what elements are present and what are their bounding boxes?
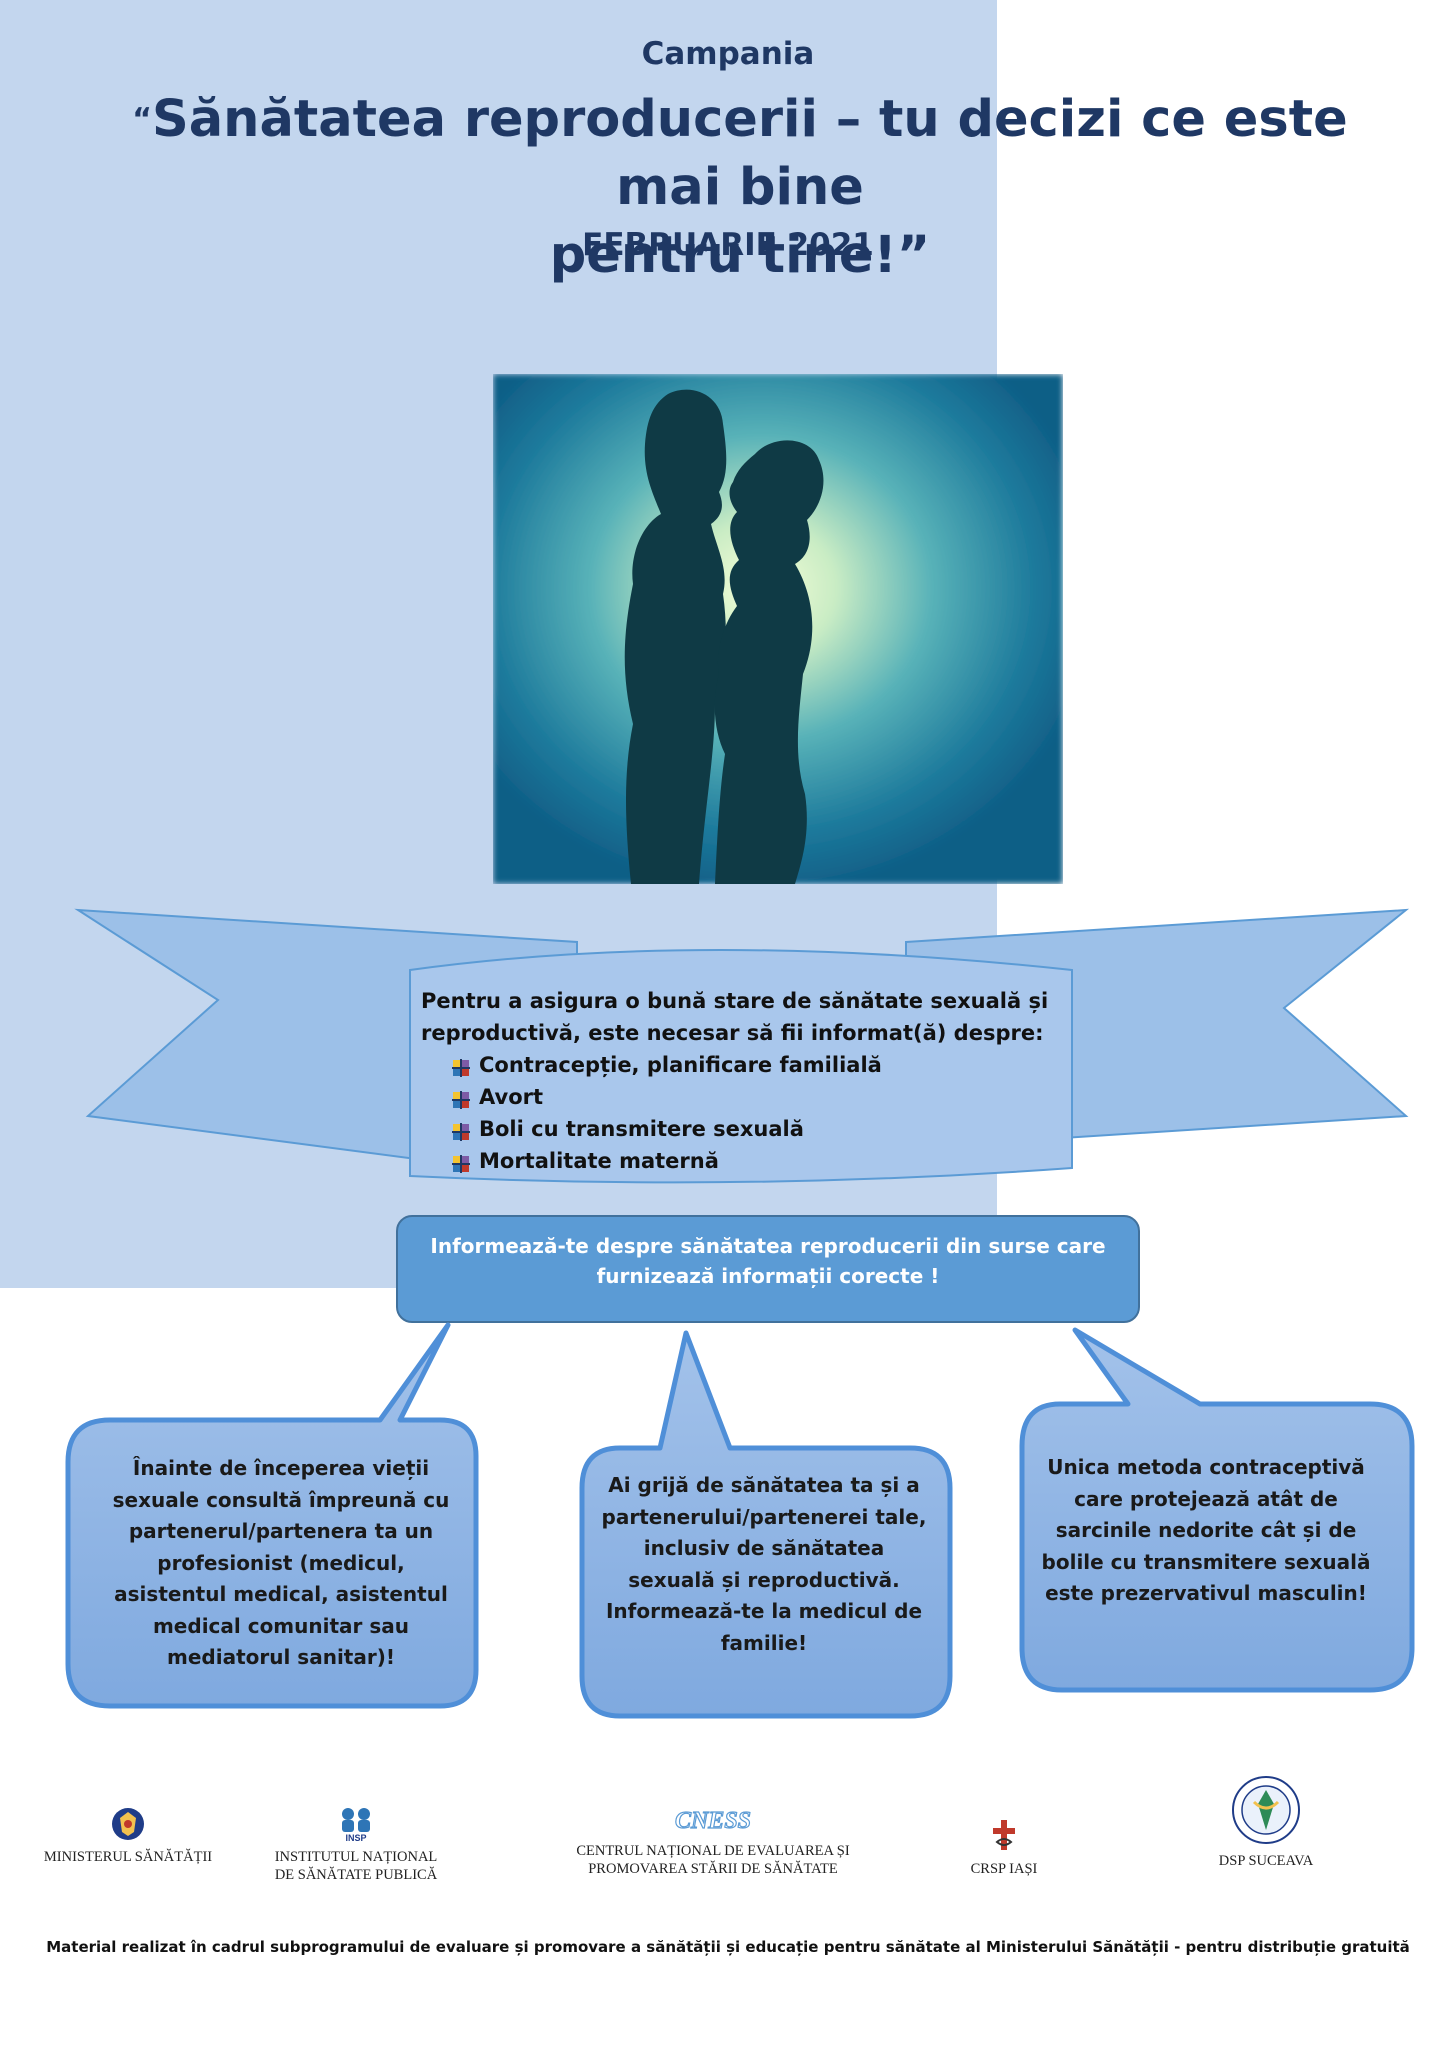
logo-label: DE SĂNĂTATE PUBLICĂ: [274, 1867, 438, 1883]
topic-text: Contracepție, planificare familială: [479, 1053, 882, 1077]
plus-bullet-icon: [451, 1055, 471, 1077]
logo-crsp-iasi: CRSP IAȘI: [944, 1818, 1064, 1878]
logo-label: PROMOVAREA STĂRII DE SĂNĂTATE: [588, 1861, 838, 1877]
list-item: Avort: [451, 1081, 1051, 1113]
romanian-coat-of-arms-icon: [112, 1808, 144, 1840]
list-item: Boli cu transmitere sexuală: [451, 1113, 1051, 1145]
plus-bullet-icon: [451, 1119, 471, 1141]
campaign-label: Campania: [641, 36, 815, 72]
title-line-1: Sănătatea reproducerii – tu decizi ce es…: [152, 90, 1348, 217]
speech-bubble-left: [65, 1322, 479, 1709]
crsp-logo-icon: [993, 1820, 1015, 1850]
insp-mark-text: INSP: [345, 1833, 366, 1842]
insp-logo-icon: INSP: [342, 1808, 370, 1842]
footer-note: Material realizat în cadrul subprogramul…: [46, 1938, 1410, 1956]
plus-bullet-icon: [451, 1087, 471, 1109]
cness-mark-text: CNESS: [675, 1808, 751, 1834]
bubble-text-right: Unica metoda contraceptivă care protejea…: [1041, 1455, 1371, 1605]
speech-bubble-center: [579, 1330, 953, 1719]
list-item: Mortalitate maternă: [451, 1145, 1051, 1177]
logo-label: DSP SUCEAVA: [1218, 1853, 1314, 1869]
woman-silhouette: [714, 440, 824, 884]
logo-label: CENTRUL NAȚIONAL DE EVALUAREA ȘI: [576, 1843, 850, 1859]
callout-line-2: furnizează informații corecte !: [596, 1264, 940, 1288]
campaign-date: FEBRUARIE 2021: [582, 227, 874, 263]
callout-line-1: Informează-te despre sănătatea reproduce…: [430, 1234, 1106, 1258]
banner-intro: Pentru a asigura o bună stare de sănătat…: [421, 989, 1049, 1045]
couple-silhouette-image: [493, 374, 1063, 884]
speech-bubble-right: [1019, 1327, 1415, 1693]
logo-label: MINISTERUL SĂNĂTĂȚII: [43, 1849, 213, 1865]
logo-ministerul-sanatatii: MINISTERUL SĂNĂTĂȚII: [28, 1806, 228, 1866]
dsp-suceava-seal-icon: [1232, 1776, 1300, 1844]
banner-content: Pentru a asigura o bună stare de sănătat…: [421, 985, 1051, 1177]
plus-bullet-icon: [451, 1151, 471, 1173]
title-line-2: pentru tine!”: [549, 226, 931, 285]
list-item: Contracepție, planificare familială: [451, 1049, 1051, 1081]
topic-text: Boli cu transmitere sexuală: [479, 1117, 804, 1141]
title-quote-mark: “: [132, 102, 153, 137]
ribbon-center: [409, 949, 1073, 1184]
man-silhouette: [624, 389, 727, 884]
logo-cness: CNESS CENTRUL NAȚIONAL DE EVALUAREA ȘI P…: [548, 1806, 878, 1878]
campaign-title: “Sănătatea reproducerii – tu decizi ce e…: [100, 86, 1380, 290]
logo-dsp-suceava: DSP SUCEAVA: [1176, 1774, 1356, 1870]
bubble-text-left: Înainte de începerea vieții sexuale cons…: [112, 1456, 450, 1669]
topic-text: Avort: [479, 1085, 544, 1109]
bubble-text-center: Ai grijă de sănătatea ta și a partenerul…: [601, 1473, 927, 1655]
cness-logo-icon: CNESS: [674, 1807, 751, 1834]
topics-list: Contracepție, planificare familială Avor…: [421, 1049, 1051, 1177]
info-callout-box: Informează-te despre sănătatea reproduce…: [396, 1215, 1140, 1323]
topic-text: Mortalitate maternă: [479, 1149, 719, 1173]
logo-label: INSTITUTUL NAȚIONAL: [274, 1849, 438, 1865]
logo-label: CRSP IAȘI: [970, 1861, 1038, 1877]
logo-insp: INSP INSTITUTUL NAȚIONAL DE SĂNĂTATE PUB…: [256, 1804, 456, 1884]
